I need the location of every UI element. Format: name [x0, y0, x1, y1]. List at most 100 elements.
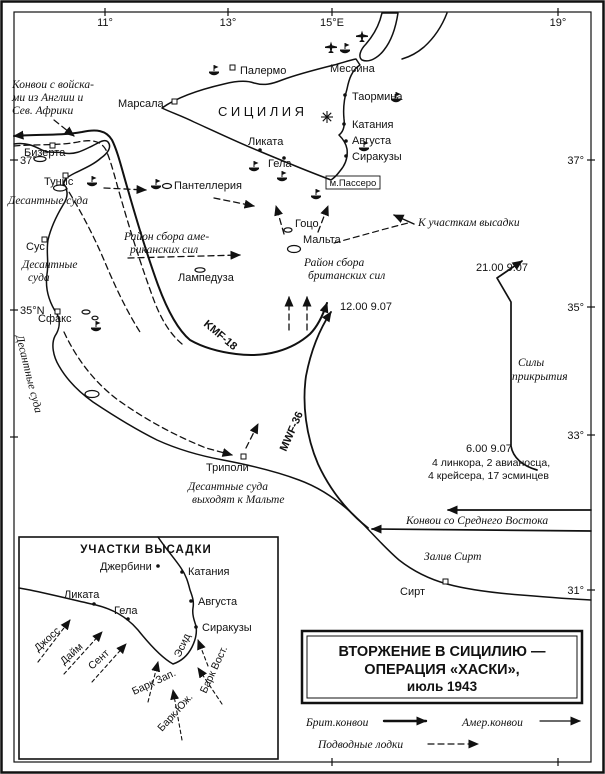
inset-coastline — [18, 536, 198, 665]
inset-sector-arrow — [91, 643, 127, 683]
legend-american-convoys: Амер.конвои — [461, 717, 523, 729]
route-pantelleria-west — [103, 185, 147, 195]
ship-icon — [276, 170, 288, 182]
note-landing-craft-3: Десантные суда — [13, 333, 44, 415]
place-label-marsala: Марсала — [118, 98, 165, 110]
place-label-sirte: Сирт — [400, 586, 425, 598]
route-label-leader — [53, 119, 75, 137]
plane-icon — [325, 41, 337, 53]
note-uk-assembly: британских сил — [308, 270, 385, 282]
lat-label: 33° — [567, 430, 584, 442]
town-dot — [342, 122, 346, 126]
note-us-assembly: Район сбора аме- — [123, 230, 209, 243]
place-label-gozo: Гоцо — [295, 218, 319, 230]
lon-label: 13° — [220, 17, 237, 29]
town-marker — [171, 98, 178, 105]
inset-town-dot — [194, 625, 198, 629]
inset-sector-arrow — [170, 689, 183, 741]
map-frame — [13, 11, 592, 763]
town-dot — [344, 139, 348, 143]
place-label-taormina: Таормина — [352, 91, 403, 103]
note-to-landing: К участкам высадки — [417, 217, 520, 229]
legend-submarines: Подводные лодки — [317, 739, 403, 751]
djerba-island — [84, 389, 100, 399]
inset-border — [18, 536, 279, 760]
inset-map: УЧАСТКИ ВЫСАДКИ Джербини Катания Ликата … — [18, 536, 279, 760]
inset-title: УЧАСТКИ ВЫСАДКИ — [80, 544, 212, 556]
route-to-landing-arrow — [393, 214, 415, 225]
passero-label-box — [325, 175, 381, 190]
place-label-gela: Гела — [268, 158, 292, 170]
place-label-gulf-sirte: Залив Сирт — [424, 551, 481, 563]
place-label-augusta: Августа — [352, 135, 392, 147]
place-label-licata: Ликата — [248, 136, 284, 148]
note-middle-east: Конвои со Среднего Востока — [405, 515, 548, 527]
legend-british-convoys: Брит.конвои — [305, 717, 369, 729]
calabria-coastline — [359, 12, 399, 62]
map-title-line1: ВТОРЖЕНИЕ В СИЦИЛИЮ — — [338, 644, 546, 660]
note-landing-craft-2: суда — [28, 272, 50, 284]
place-label-tripoli: Триполи — [206, 462, 249, 474]
town-marker — [54, 308, 61, 315]
africa-coastline — [13, 139, 592, 601]
map-title-line3: июль 1943 — [407, 679, 478, 694]
note-convoys-england: Сев. Африки — [12, 105, 73, 117]
note-convoys-england: ми из Англии и — [11, 92, 84, 104]
route-landing-approach — [317, 205, 329, 233]
route-middle-east — [371, 524, 592, 534]
inset-sector-arrow — [147, 661, 161, 703]
town-marker — [62, 172, 69, 179]
title-box-inner — [306, 635, 578, 699]
town-dot — [282, 156, 286, 160]
town-marker — [41, 236, 48, 243]
note-covering-force: Силы — [518, 357, 544, 369]
time-label-0600: 6.00 9.07 — [466, 443, 512, 455]
place-label-malta: Мальта — [303, 234, 342, 246]
inset-sector-arrow — [197, 639, 209, 667]
note-covering-force: прикрытия — [512, 371, 568, 383]
note-tripoli: Десантные суда — [187, 481, 268, 493]
town-marker — [229, 64, 236, 71]
route-covering-force — [496, 260, 538, 471]
ship-icon — [86, 175, 98, 187]
place-label-passero: м.Пассеро — [330, 178, 377, 189]
malta-island — [286, 244, 302, 254]
kerkennah-island — [91, 315, 99, 321]
ship-icon — [248, 160, 260, 172]
title-box: ВТОРЖЕНИЕ В СИЦИЛИЮ — ОПЕРАЦИЯ «ХАСКИ», … — [300, 629, 584, 705]
inset-sector-arrow — [37, 619, 71, 663]
note-landing-craft-1: Десантные суда — [7, 195, 88, 207]
route-label-mwf36: MWF-36 — [278, 410, 306, 453]
inset-sector-bark-west: Барк Зап. — [130, 667, 178, 698]
note-landing-craft-2: Десантные — [21, 259, 77, 271]
route-pantelleria-east — [213, 197, 255, 209]
ship-icon — [150, 178, 162, 190]
time-label-2100: 21.00 9.07 — [476, 262, 528, 274]
inset-town-dot — [189, 599, 193, 603]
place-label-sfax: Сфакс — [38, 313, 72, 325]
inset-sector-bark-south: Барк Юж. — [155, 691, 195, 734]
sicily-coastline — [161, 58, 361, 181]
route-american-dashed — [13, 140, 183, 345]
inset-town-licata: Ликата — [64, 589, 100, 601]
route-landing-approach — [274, 205, 285, 235]
inset-town-gerbini: Джербини — [100, 561, 152, 573]
inset-sector-dime: Дайм — [58, 641, 85, 667]
italy-coastline — [401, 12, 448, 60]
ship-icon — [208, 64, 220, 76]
lon-label: 15°E — [320, 17, 344, 29]
lon-label: 11° — [97, 17, 113, 29]
inset-sector-arrow — [63, 631, 103, 675]
route-mwf — [303, 311, 369, 529]
place-label-sus: Сус — [26, 241, 45, 253]
route-to-landing-dashed — [333, 222, 409, 244]
note-tripoli: выходят к Мальте — [192, 494, 284, 506]
place-label-tunis: Тунис — [44, 176, 74, 188]
note-uk-assembly: Район сбора — [303, 256, 365, 269]
inset-sector-acid: Эсид — [172, 632, 193, 660]
town-dot — [344, 154, 348, 158]
ship-icon — [310, 188, 322, 200]
map-title-line2: ОПЕРАЦИЯ «ХАСКИ», — [364, 662, 519, 678]
inset-town-dot — [180, 570, 184, 574]
